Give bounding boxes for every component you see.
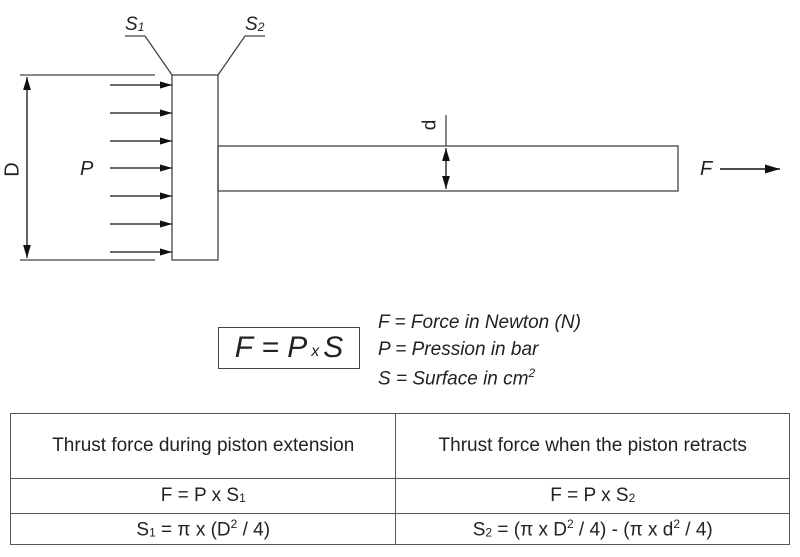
header-retraction: Thrust force when the piston retracts xyxy=(395,413,790,479)
label-P: P xyxy=(80,158,94,180)
label-D: D xyxy=(1,162,24,177)
piston-head xyxy=(171,74,219,261)
label-d: d xyxy=(419,119,441,131)
label-S2: S2 xyxy=(245,14,265,35)
formula-retraction: F = P x S2 xyxy=(395,478,790,514)
surface-S2: S2 = (π x D2 / 4) - (π x d2 / 4) xyxy=(395,513,790,545)
legend-surface: S = Surface in cm2 xyxy=(378,366,536,390)
legend-force: F = Force in Newton (N) xyxy=(378,312,581,333)
surface-S1: S1 = π x (D2 / 4) xyxy=(9,513,397,545)
legend-pressure: P = Pression in bar xyxy=(378,339,539,360)
table-row: S1 = π x (D2 / 4)S2 = (π x D2 / 4) - (π … xyxy=(9,513,790,545)
piston-rod xyxy=(217,145,679,192)
formula-extension: F = P x S1 xyxy=(9,478,397,514)
header-extension: Thrust force during piston extension xyxy=(9,413,397,479)
label-F: F xyxy=(700,158,713,180)
label-S1: S1 xyxy=(125,14,145,35)
pressure-arrows xyxy=(110,81,172,256)
